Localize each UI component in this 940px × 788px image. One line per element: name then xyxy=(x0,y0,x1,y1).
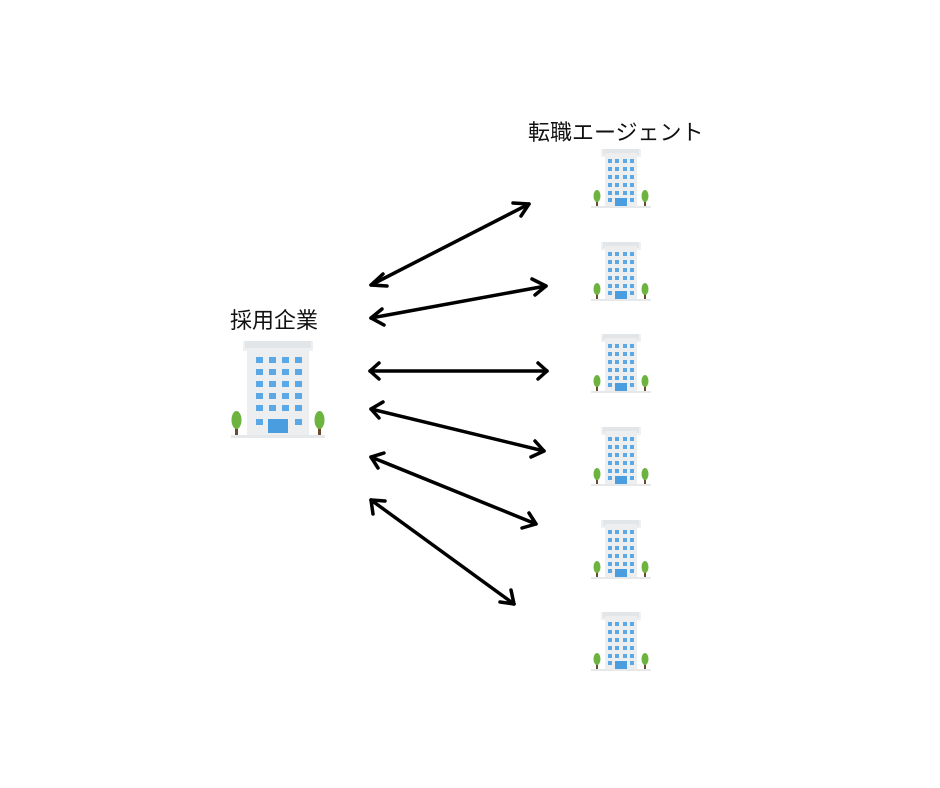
company-label: 採用企業 xyxy=(230,309,319,334)
agent-building-icon-6 xyxy=(591,612,651,671)
agent-group-label: 転職エージェント xyxy=(528,121,704,146)
double-arrow-6 xyxy=(369,498,516,606)
double-arrow-5 xyxy=(369,451,538,530)
agent-building-icon-4 xyxy=(591,427,651,486)
double-arrow-2 xyxy=(369,277,548,327)
company-building-icon xyxy=(231,341,325,438)
agent-building-icon-1 xyxy=(591,149,651,208)
agent-building-icon-2 xyxy=(591,242,651,301)
agent-building-icon-3 xyxy=(591,334,651,393)
double-arrow-1 xyxy=(369,201,531,288)
double-arrow-4 xyxy=(369,400,546,459)
double-arrow-3 xyxy=(368,361,549,381)
agent-building-icon-5 xyxy=(591,520,651,579)
